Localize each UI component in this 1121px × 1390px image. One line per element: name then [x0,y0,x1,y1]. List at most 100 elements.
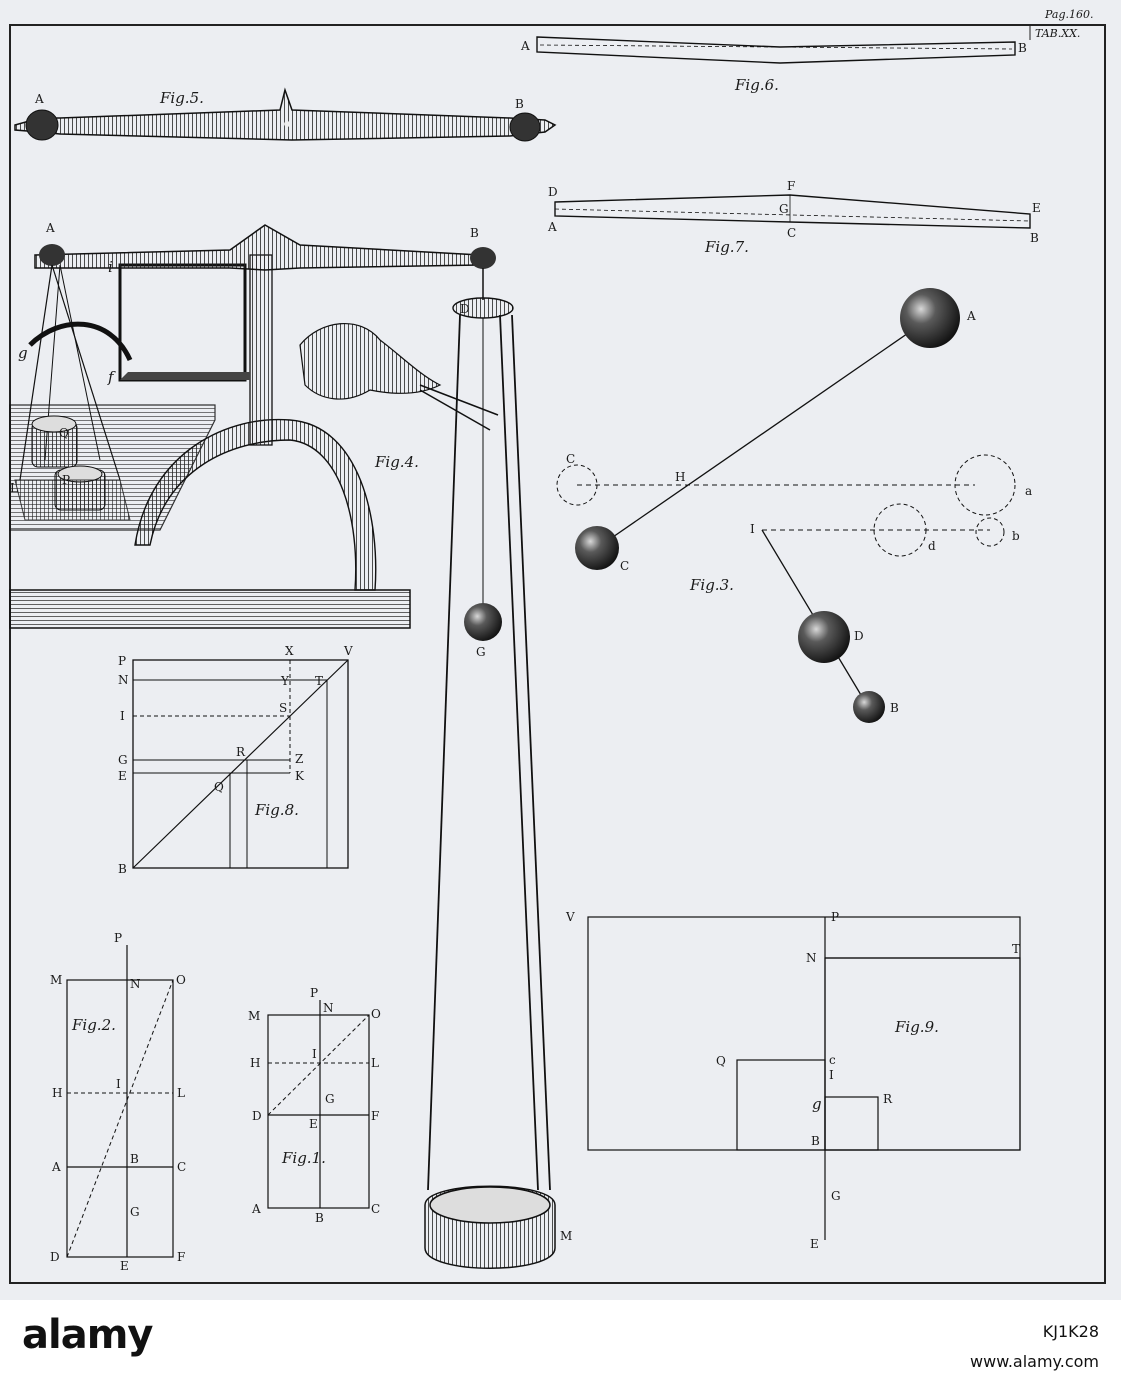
fig8-label-z: Z [295,752,303,766]
fig9-label-e: E [810,1237,819,1251]
watermark-stock-id: KJ1K28 [1042,1322,1099,1341]
fig2-label-n: N [130,977,141,991]
fig2-label-o: O [176,973,186,987]
fig3-label-a-small: a [1025,484,1032,498]
fig1-label-c: C [371,1202,380,1216]
fig1-label-l: L [371,1056,379,1070]
fig6-beam: A B Fig.6. [520,36,1027,94]
watermark-footer [0,1300,1121,1390]
fig3-label-b: B [890,701,899,715]
fig3-label-d-small: d [928,539,936,553]
fig9-label-g: G [831,1189,841,1203]
fig3-spheres: A C H a I d b C D B Fig.3. [556,288,1032,723]
fig8-label-v: V [343,644,353,658]
fig1-label-f: F [371,1109,379,1123]
fig2-label-e: E [120,1259,129,1273]
fig2-caption: Fig.2. [71,1016,116,1034]
fig1-label-p: P [310,986,318,1000]
fig4-label-f: f [107,368,116,386]
fig3-label-d: D [854,629,864,643]
fig8-label-g: G [118,753,128,767]
fig8-label-y: Y [280,674,290,688]
fig2-label-f: F [177,1250,185,1264]
fig1-label-b: B [315,1211,324,1225]
engraved-plate: Pag.160. TAB.XX. A B Fig.5. A B Fig.6. D… [0,0,1121,1300]
fig1-label-o: O [371,1007,381,1021]
fig3-label-a: A [966,309,976,323]
fig3-label-c: C [620,559,629,573]
fig4-balance: A B D g f i Q P L G M Fig.4. [9,221,572,1269]
fig1-label-d: D [252,1109,262,1123]
fig5-label-b: B [515,97,524,111]
fig2-label-d: D [50,1250,60,1264]
fig1-label-g: G [325,1092,335,1106]
fig7-label-g: G [779,202,789,216]
fig8-square: P N I G E B X V Y T S R Z K Q Fig.8. [118,644,353,876]
fig7-label-c: C [787,226,796,240]
page-reference: Pag.160. [1044,8,1094,21]
fig2-label-c: C [177,1160,186,1174]
fig9-label-n: N [806,951,817,965]
fig8-label-i: I [120,709,125,723]
fig7-label-d: D [548,185,558,199]
fig5-beam: A B Fig.5. [14,87,557,142]
fig1-label-n: N [323,1001,334,1015]
fig4-label-d: D [460,302,470,316]
fig4-label-b: B [470,226,479,240]
fig2-label-a: A [51,1160,61,1174]
fig9-diagram: V P N T Q c I g R B G E Fig.9. [565,910,1021,1251]
fig7-beam: D A F G C E B Fig.7. [547,179,1041,256]
fig1-label-m: M [248,1009,260,1023]
table-reference: TAB.XX. [1035,27,1080,40]
fig2-label-b: B [130,1152,139,1166]
fig9-caption: Fig.9. [894,1018,939,1036]
fig6-label-b: B [1018,41,1027,55]
fig6-caption: Fig.6. [734,76,779,94]
fig9-label-t: T [1012,942,1020,956]
fig1-label-i: I [312,1047,317,1061]
fig1-label-a: A [251,1202,261,1216]
fig2-diagram: P M N O H I L A B C G D E F Fig.2. [50,931,186,1273]
fig9-label-r: R [883,1092,893,1106]
fig3-label-c-dashed: C [566,452,575,466]
watermark-site: www.alamy.com [970,1352,1099,1371]
fig7-label-b: B [1030,231,1039,245]
fig9-label-g-small: g [812,1095,822,1113]
fig3-caption: Fig.3. [689,576,734,594]
fig7-label-a: A [547,220,557,234]
fig8-label-p: P [118,654,126,668]
fig2-label-h: H [52,1086,62,1100]
plate-drawing: Pag.160. TAB.XX. A B Fig.5. A B Fig.6. D… [9,8,1106,1284]
fig4-caption: Fig.4. [374,453,419,471]
fig8-label-x: X [285,644,294,658]
fig3-label-h: H [675,470,685,484]
fig4-label-p: P [62,473,70,487]
fig2-label-p: P [114,931,122,945]
fig2-label-i: I [116,1077,121,1091]
fig9-label-v: V [565,910,575,924]
fig2-label-l: L [177,1086,185,1100]
fig8-label-n: N [118,673,129,687]
fig1-label-e: E [309,1117,318,1131]
fig4-label-g-small: g [18,344,28,362]
fig8-label-k: K [295,769,305,783]
fig8-label-b: B [118,862,127,876]
fig9-label-c: c [829,1053,836,1067]
fig8-caption: Fig.8. [254,801,299,819]
fig5-label-a: A [34,92,44,106]
watermark-brand: alamy [22,1312,153,1358]
fig9-label-p: P [831,910,839,924]
fig8-label-s: S [279,701,287,715]
fig7-label-e: E [1032,201,1041,215]
fig9-label-b: B [811,1134,820,1148]
fig4-label-q: Q [59,426,69,440]
fig2-label-g: G [130,1205,140,1219]
fig1-label-h: H [250,1056,260,1070]
fig1-diagram: P N M O H I L D G E F A B C Fig.1. [248,986,381,1225]
fig8-label-t: T [315,674,323,688]
fig4-label-l: L [10,481,18,495]
fig9-label-q: Q [716,1054,726,1068]
fig6-label-a: A [520,39,530,53]
fig4-label-g: G [476,645,486,659]
fig2-label-m: M [50,973,62,987]
